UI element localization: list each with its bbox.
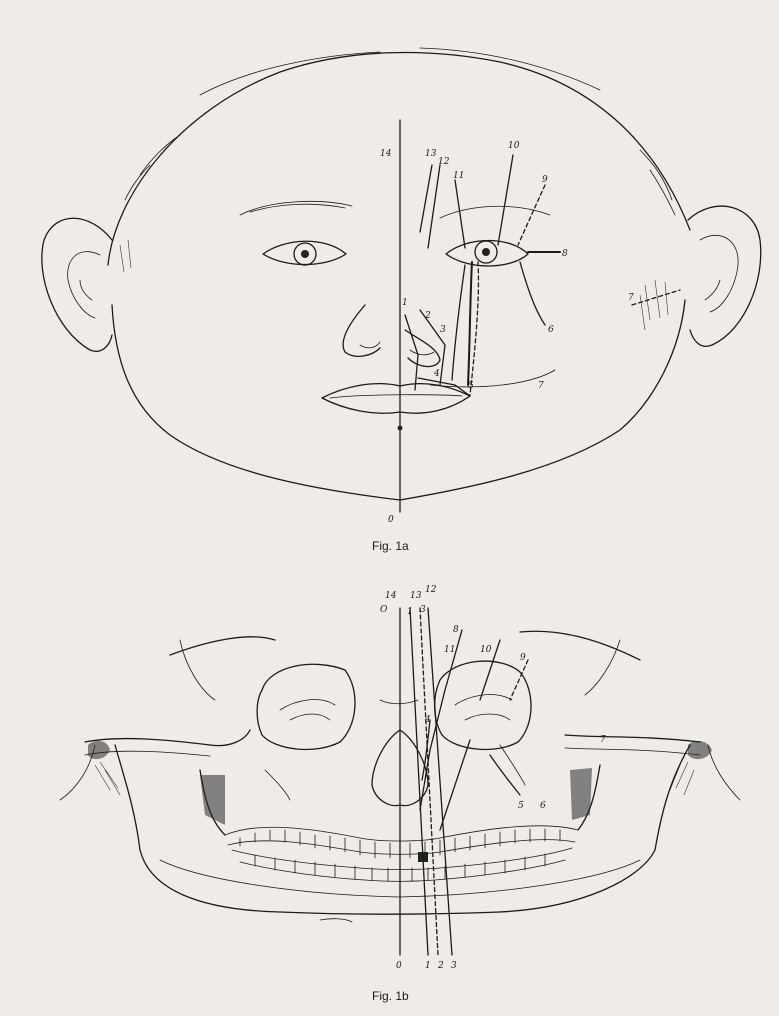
label-a-7: 7: [628, 293, 634, 303]
label-b-11: 11: [444, 645, 455, 655]
label-a-2: 2: [424, 311, 431, 321]
label-b-bottom-0: 0: [396, 961, 402, 971]
nose: [343, 305, 380, 356]
left-ear: [42, 218, 112, 351]
skull-outline: [170, 631, 640, 660]
label-b-6: 6: [540, 801, 546, 811]
head-outline: [108, 53, 690, 265]
lower-teeth: [232, 848, 572, 870]
skull-drawing: [60, 608, 740, 955]
labels-fig-a: 14 13 12 11 10 9 8 7 7 6 5 4 3 2 1 0: [380, 141, 634, 525]
label-a-8: 8: [562, 249, 568, 259]
label-a-11: 11: [453, 171, 464, 181]
label-a-12: 12: [438, 157, 450, 167]
label-a-13: 13: [425, 149, 437, 159]
left-orbit: [257, 664, 355, 749]
left-zygomatic-arch: [85, 730, 250, 746]
label-a-0: 0: [388, 515, 394, 525]
mandible: [115, 745, 690, 914]
label-a-5: 5: [468, 381, 474, 391]
label-a-10: 10: [508, 141, 520, 151]
jaw-outline: [112, 300, 685, 500]
label-b-5: 5: [518, 801, 524, 811]
label-b-9: 9: [520, 653, 526, 663]
label-b-bottom-2: 2: [437, 961, 444, 971]
label-b-7: 7: [600, 735, 606, 745]
left-brow: [240, 201, 352, 215]
label-a-9: 9: [542, 175, 548, 185]
label-b-12: 12: [425, 585, 437, 595]
label-b-bottom-1: 1: [425, 961, 431, 971]
mouth: [322, 384, 470, 414]
label-a-7b: 7: [538, 381, 544, 391]
face-drawing: [42, 48, 761, 512]
label-b-bottom-3: 3: [451, 961, 457, 971]
label-b-1: 1: [407, 607, 413, 617]
label-b-3: 3: [420, 605, 426, 615]
label-b-14: 14: [385, 591, 397, 601]
label-a-3: 3: [440, 325, 446, 335]
right-ear: [688, 206, 761, 346]
right-zygomatic-arch: [565, 735, 700, 742]
upper-teeth: [225, 826, 578, 841]
label-a-14: 14: [380, 149, 392, 159]
label-a-4: 4: [433, 369, 440, 379]
label-b-13: 13: [410, 591, 422, 601]
label-b-10: 10: [480, 645, 492, 655]
caption-fig-1b: Fig. 1b: [372, 989, 409, 1003]
label-a-1: 1: [402, 298, 408, 308]
label-b-O: O: [380, 605, 388, 615]
label-a-6: 6: [548, 325, 554, 335]
label-b-4: 4: [424, 715, 431, 725]
label-b-8: 8: [453, 625, 459, 635]
caption-fig-1a: Fig. 1a: [372, 539, 409, 553]
right-brow: [440, 206, 550, 218]
